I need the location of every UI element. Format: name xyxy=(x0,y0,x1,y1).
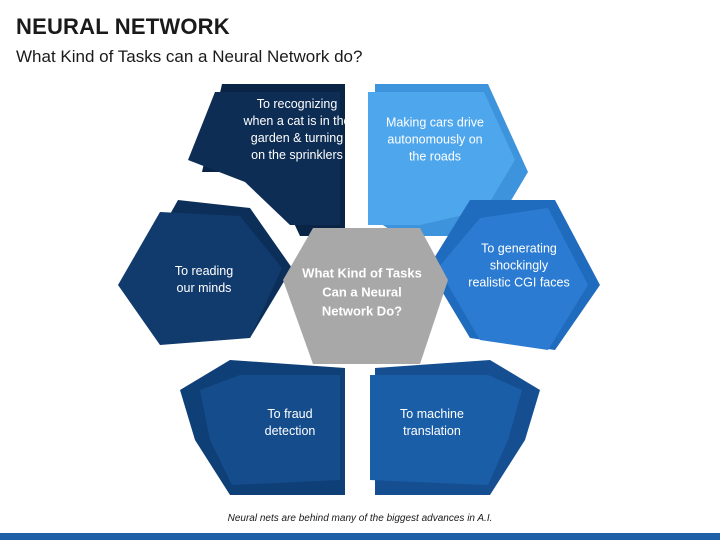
segment-bottom-right-shape xyxy=(370,375,522,485)
segment-middle-right-label-line: shockingly xyxy=(490,258,549,272)
segment-middle-right: To generating shockingly realistic CGI fac… xyxy=(428,200,600,350)
segment-top-right-shape xyxy=(368,92,515,225)
center-hexagon-label-line: Network Do? xyxy=(322,303,402,318)
segment-top-left-label-line: To recognizing xyxy=(257,97,338,111)
segment-top-right-label-line: the roads xyxy=(409,149,461,163)
segment-bottom-right-label-line: translation xyxy=(403,424,461,438)
segment-top-left: To recognizing when a cat is in the garden… xyxy=(188,84,351,236)
center-hexagon-shape xyxy=(283,228,448,364)
segment-middle-right-shape xyxy=(438,208,588,350)
segment-middle-left-label-line: our minds xyxy=(177,281,232,295)
segment-middle-left-label: To reading our minds xyxy=(175,264,233,295)
segment-bottom-left-label: To fraud detection xyxy=(265,407,316,438)
segment-bottom-left: To fraud detection xyxy=(180,360,345,495)
footer-note: Neural nets are behind many of the bigge… xyxy=(227,513,493,524)
segment-top-left-shape xyxy=(188,92,340,225)
segment-top-left-label-line: on the sprinklers xyxy=(251,148,343,162)
center-hexagon-label-line: Can a Neural xyxy=(322,284,401,299)
segment-bottom-left-shape xyxy=(200,375,340,485)
segment-bottom-left-label-line: detection xyxy=(265,424,316,438)
segment-top-right-label-line: autonomously on xyxy=(387,132,482,146)
segment-bottom-right: To machine translation xyxy=(370,360,540,495)
center-hexagon-label-line: What Kind of Tasks xyxy=(302,265,422,280)
segment-top-right: Making cars drive autonomously on the road… xyxy=(368,84,528,236)
segment-top-left-label-line: when a cat is in the xyxy=(242,114,350,128)
segment-top-left-label-line: garden & turning xyxy=(251,131,343,145)
segment-bottom-right-label: To machine translation xyxy=(400,407,464,438)
segment-top-right-label: Making cars drive autonomously on the road… xyxy=(386,115,484,163)
segment-middle-left-label-line: To reading xyxy=(175,264,233,278)
bottom-accent-bar xyxy=(0,533,720,540)
page-title: NEURAL NETWORK xyxy=(16,14,230,39)
segment-middle-right-label-line: realistic CGI faces xyxy=(468,275,569,289)
segment-middle-left-shape xyxy=(118,212,282,345)
segment-bottom-right-label-line: To machine xyxy=(400,407,464,421)
segment-middle-right-label: To generating shockingly realistic CGI fac… xyxy=(468,241,569,289)
page-subtitle: What Kind of Tasks can a Neural Network … xyxy=(16,47,363,66)
segment-bottom-left-label-line: To fraud xyxy=(267,407,312,421)
segment-top-right-label-line: Making cars drive xyxy=(386,115,484,129)
segment-middle-left: To reading our minds xyxy=(118,200,292,345)
segment-middle-right-label-line: To generating xyxy=(481,241,557,255)
segment-top-left-label: To recognizing when a cat is in the garden… xyxy=(242,97,350,162)
